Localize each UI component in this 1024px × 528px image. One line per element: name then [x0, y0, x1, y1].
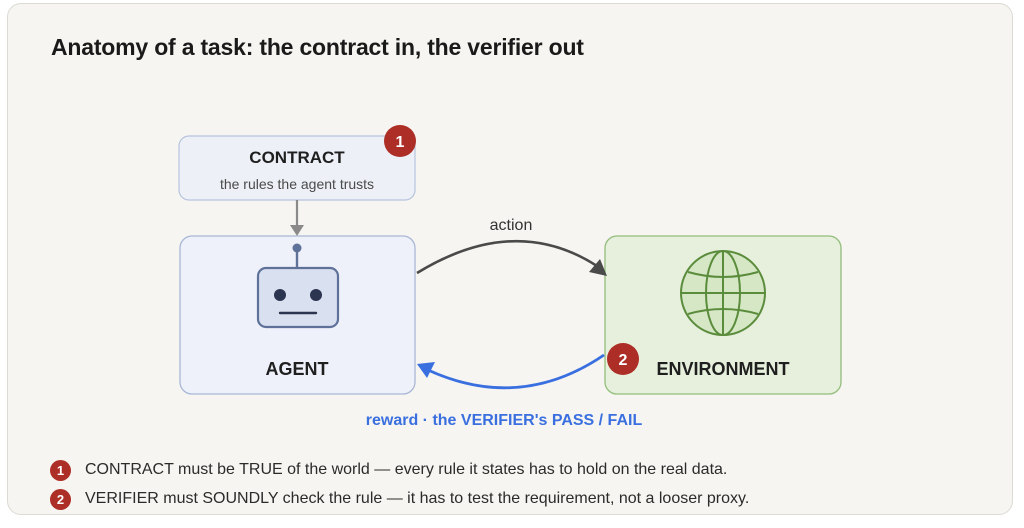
- reward-label: reward · the VERIFIER's PASS / FAIL: [366, 412, 643, 429]
- note-badge-1: 1: [50, 459, 71, 481]
- agent-label: AGENT: [266, 359, 329, 379]
- contract-to-agent-arrow: [290, 200, 304, 236]
- action-label: action: [490, 217, 533, 234]
- diagram-card: [7, 3, 1013, 515]
- contract-heading: CONTRACT: [249, 148, 345, 167]
- notes-list: 1 CONTRACT must be TRUE of the world — e…: [50, 458, 749, 516]
- contract-subtitle: the rules the agent trusts: [220, 176, 374, 192]
- note-text-2: VERIFIER must SOUNDLY check the rule — i…: [85, 490, 750, 507]
- robot-icon: [256, 243, 340, 329]
- contract-box: CONTRACT the rules the agent trusts: [178, 135, 416, 201]
- note-text-1: CONTRACT must be TRUE of the world — eve…: [85, 461, 728, 478]
- note-badge-2: 2: [50, 488, 71, 510]
- note-contract: 1 CONTRACT must be TRUE of the world — e…: [50, 458, 749, 482]
- reward-arrow: reward · the VERIFIER's PASS / FAIL: [366, 353, 643, 429]
- page-title: Anatomy of a task: the contract in, the …: [51, 34, 584, 60]
- contract-badge-number: 1: [396, 134, 405, 151]
- contract-badge: 1: [384, 125, 416, 157]
- note-verifier: 2 VERIFIER must SOUNDLY check the rule —…: [50, 487, 749, 511]
- environment-label: ENVIRONMENT: [656, 359, 789, 379]
- environment-badge: 2: [607, 343, 639, 375]
- action-arrow: action: [416, 217, 607, 276]
- environment-badge-number: 2: [619, 352, 628, 369]
- globe-icon: [680, 250, 766, 336]
